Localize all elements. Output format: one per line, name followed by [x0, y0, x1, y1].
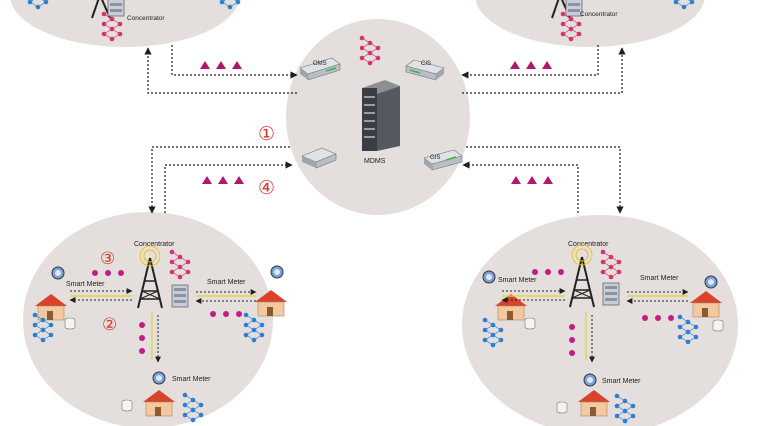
zone-bubble-bottom-left: [23, 212, 273, 426]
smart-meter-icon: [583, 373, 597, 387]
oms-server-icon: [299, 57, 341, 81]
smart-meter-icon: [51, 266, 65, 280]
smart-meter-label: Smart Meter: [602, 378, 641, 385]
step-4-label: ④: [258, 177, 275, 199]
smart-meter-icon: [270, 265, 284, 279]
smart-meter-label: Smart Meter: [498, 277, 537, 284]
smart-meter-label: Smart Meter: [207, 279, 246, 286]
concentrator-label: Concentrator: [134, 241, 175, 248]
gis-server-icon: [423, 149, 463, 171]
link-bottomleft-out: [148, 146, 290, 214]
link-topright-in: [462, 47, 626, 94]
database-icon: [556, 401, 568, 414]
dot-markers: [532, 269, 674, 356]
database-icon: [712, 319, 724, 332]
smart-meter-icon: [704, 275, 718, 289]
smart-meter-label: Smart Meter: [66, 281, 105, 288]
server-slab-icon: [301, 147, 337, 169]
link-topright-out: [461, 45, 599, 79]
smart-meter-icon: [152, 371, 166, 385]
zone-bubble-top-right: [475, 0, 705, 47]
dot-markers: [92, 270, 242, 354]
smart-meter-label: Smart Meter: [640, 275, 679, 282]
step-2-label: ②: [102, 315, 117, 335]
link-bottomright-out: [466, 146, 624, 214]
zone-bubble-bottom-right: [462, 215, 738, 426]
oms-label: OMS: [313, 61, 327, 67]
mdms-label: MDMS: [364, 158, 386, 165]
link-topleft-out: [171, 45, 298, 79]
server-box-icon: [602, 282, 620, 306]
server-box-icon: [171, 284, 189, 308]
cis-server-icon: [405, 59, 445, 81]
link-bottomright-in: [462, 161, 579, 213]
server-rack-icon: [362, 80, 400, 151]
triangle-markers: [200, 61, 553, 184]
smart-meter-label: Smart Meter: [172, 376, 211, 383]
database-icon: [64, 317, 76, 330]
step-1-label: ①: [258, 123, 275, 145]
concentrator-label: Concentrator: [127, 15, 165, 22]
concentrator-label: Concentrator: [568, 241, 609, 248]
gis-label: GIS: [430, 155, 440, 161]
cis-label: CIS: [421, 61, 431, 67]
server-box-icon: [107, 0, 125, 17]
database-icon: [524, 317, 536, 330]
link-topleft-in: [144, 47, 297, 94]
database-icon: [121, 399, 133, 412]
zone-bubble-top-left: [10, 0, 240, 47]
link-bottomleft-in: [164, 161, 293, 213]
smart-meter-icon: [482, 270, 496, 284]
step-3-label: ③: [100, 249, 115, 269]
concentrator-label: Concentrator: [580, 11, 618, 18]
